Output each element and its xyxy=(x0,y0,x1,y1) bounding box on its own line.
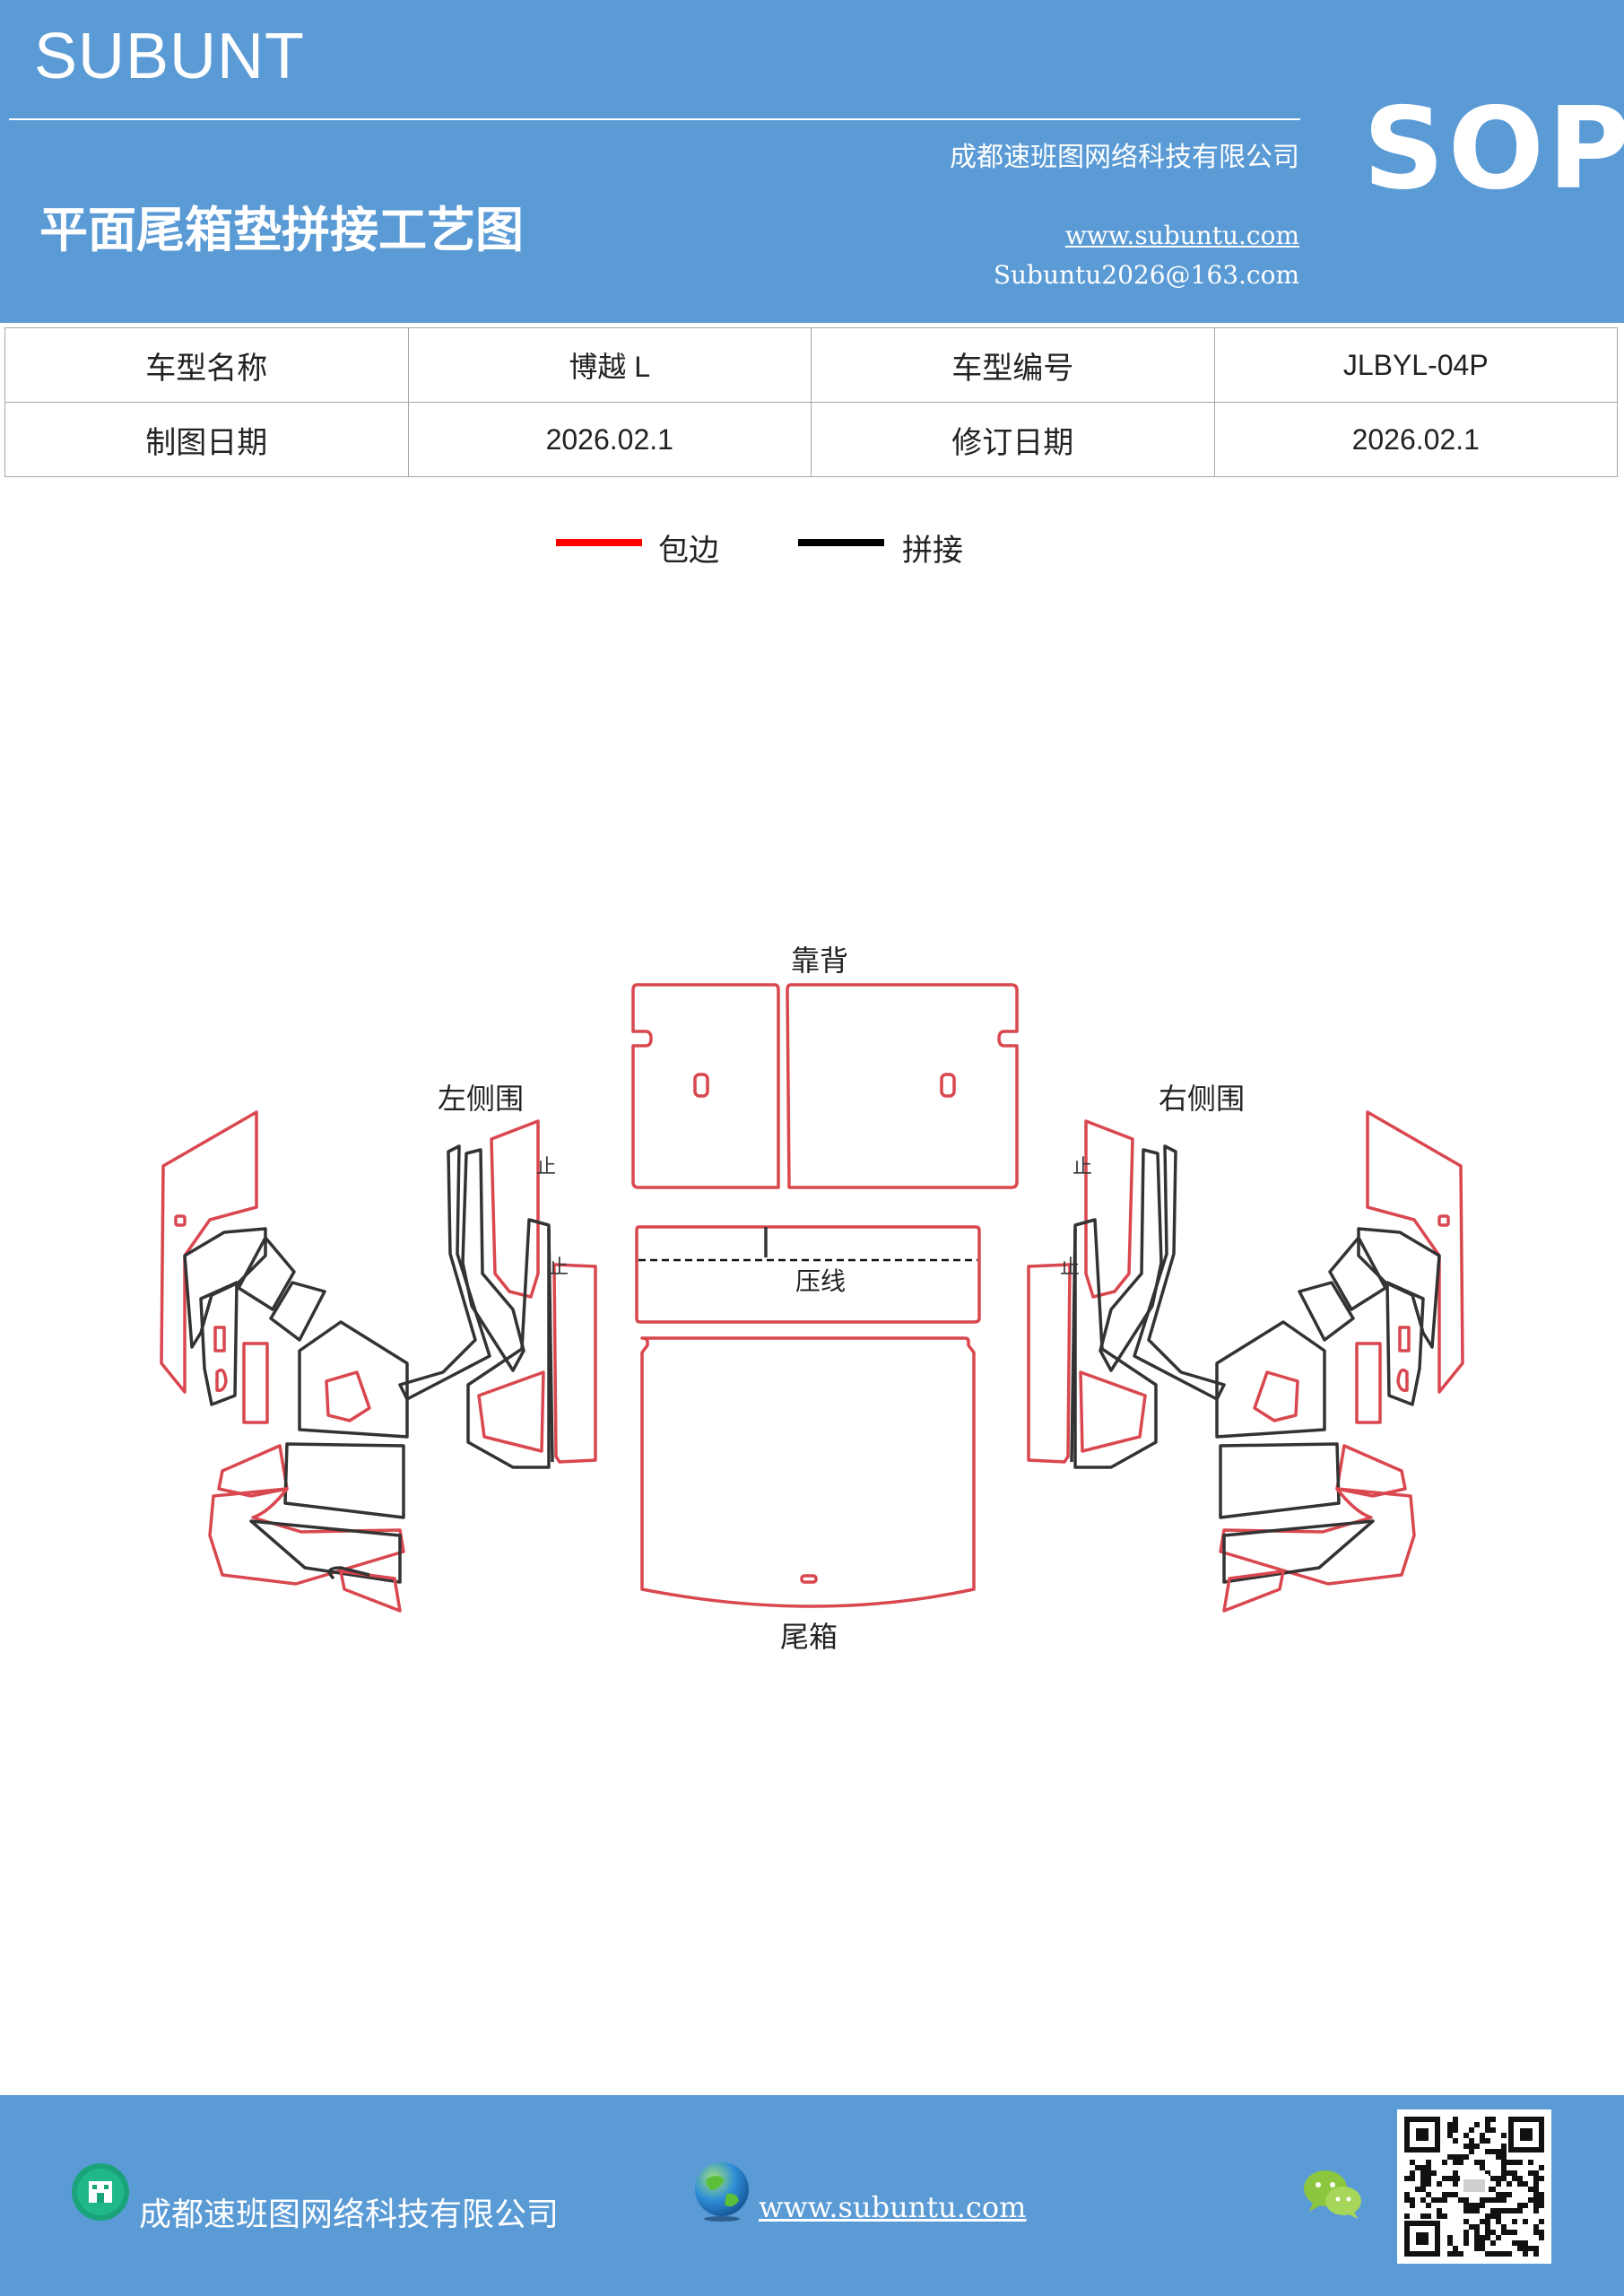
vehicle-info-table: 车型名称 博越 L 车型编号 JLBYL-04P 制图日期 2026.02.1 … xyxy=(4,327,1618,477)
footer-website-link[interactable]: www.subuntu.com xyxy=(759,2190,1027,2224)
label-press-line: 压线 xyxy=(795,1266,846,1296)
vehicle-code-value: JLBYL-04P xyxy=(1213,327,1618,403)
footer-company-name: 成都速班图网络科技有限公司 xyxy=(139,2196,560,2233)
globe-icon xyxy=(695,2162,749,2222)
header-website-link[interactable]: www.subuntu.com xyxy=(1064,221,1299,250)
footer-banner: 成都速班图网络科技有限公司 www.subuntu.com xyxy=(0,2095,1624,2296)
qr-code[interactable] xyxy=(1397,2109,1551,2264)
legend-label-binding: 包边 xyxy=(658,533,719,569)
wechat-icon xyxy=(1304,2170,1361,2219)
header-banner: SUBUNT 成都速班图网络科技有限公司 平面尾箱垫拼接工艺图 www.subu… xyxy=(0,0,1624,323)
right-stop-mark-1: 止 xyxy=(1073,1156,1092,1178)
header-divider xyxy=(9,118,1300,120)
legend-swatch-binding xyxy=(556,539,642,546)
draw-date-value: 2026.02.1 xyxy=(407,402,812,477)
table-row: 制图日期 2026.02.1 修订日期 2026.02.1 xyxy=(4,402,1618,477)
draw-date-label: 制图日期 xyxy=(4,402,409,477)
legend-swatch-seam xyxy=(798,539,884,546)
brand-name: SUBUNT xyxy=(34,21,306,92)
vehicle-code-label: 车型编号 xyxy=(811,327,1215,403)
legend-label-seam: 拼接 xyxy=(902,533,963,569)
right-side-trim xyxy=(1027,1110,1464,1613)
cutting-pattern-diagram: 靠背 压线 尾箱 xyxy=(160,944,1464,1654)
diagram-pieces: 靠背 压线 尾箱 xyxy=(160,944,1464,1654)
label-left-side: 左侧围 xyxy=(438,1082,524,1116)
revision-date-value: 2026.02.1 xyxy=(1213,402,1618,477)
label-backrest: 靠背 xyxy=(791,944,848,978)
legend: 包边 拼接 xyxy=(0,520,1624,574)
label-right-side: 右侧围 xyxy=(1159,1082,1245,1116)
vehicle-name-value: 博越 L xyxy=(407,327,812,403)
table-row: 车型名称 博越 L 车型编号 JLBYL-04P xyxy=(4,327,1618,403)
left-side-trim: 止 止 xyxy=(160,1110,597,1613)
right-stop-mark-2: 止 xyxy=(1060,1257,1080,1279)
press-line-strip xyxy=(635,1225,981,1324)
header-email: Subuntu2026@163.com xyxy=(993,260,1299,290)
sop-badge: SOP xyxy=(1363,83,1624,214)
trunk-floor-panel xyxy=(640,1336,976,1608)
label-trunk: 尾箱 xyxy=(780,1620,838,1654)
page-title: 平面尾箱垫拼接工艺图 xyxy=(39,201,524,258)
header-company-name: 成都速班图网络科技有限公司 xyxy=(950,142,1299,173)
left-stop-mark-1: 止 xyxy=(536,1156,556,1178)
revision-date-label: 修订日期 xyxy=(811,402,1215,477)
backrest-right-panel xyxy=(786,983,1019,1189)
building-icon xyxy=(72,2163,129,2221)
backrest-left-panel xyxy=(631,983,780,1189)
vehicle-name-label: 车型名称 xyxy=(4,327,409,403)
left-stop-mark-2: 止 xyxy=(549,1257,569,1279)
